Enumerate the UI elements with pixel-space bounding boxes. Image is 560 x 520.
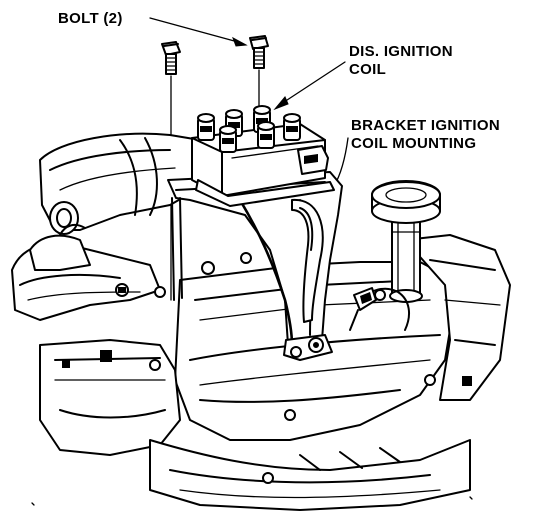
- ignition-coil-pack: [191, 105, 335, 207]
- bolt-leader-arrowhead: [232, 36, 248, 47]
- oil-filler-neck: [371, 180, 441, 303]
- bracket-label-line1: BRACKET IGNITION: [351, 117, 500, 134]
- coil-leader-line: [280, 61, 346, 105]
- coil-tower-1: [197, 113, 215, 141]
- sensor-wire: [349, 287, 411, 331]
- coil-label-line2: COIL: [349, 61, 386, 78]
- bracket-label-line2: COIL MOUNTING: [351, 135, 476, 152]
- coil-label-line1: DIS. IGNITION: [349, 43, 453, 60]
- bolt-label: BOLT (2): [58, 10, 123, 27]
- coil-tower-4: [283, 113, 301, 141]
- coil-tower-5: [219, 125, 237, 153]
- right-bolt: [249, 35, 269, 111]
- coil-tower-6: [257, 121, 275, 149]
- stray-mark-1: [31, 502, 35, 506]
- stray-mark-2: [469, 496, 473, 500]
- coil-mounting-bracket: [167, 171, 343, 361]
- coil-leader-arrowhead: [273, 96, 289, 111]
- bolt-leader-line: [149, 17, 239, 43]
